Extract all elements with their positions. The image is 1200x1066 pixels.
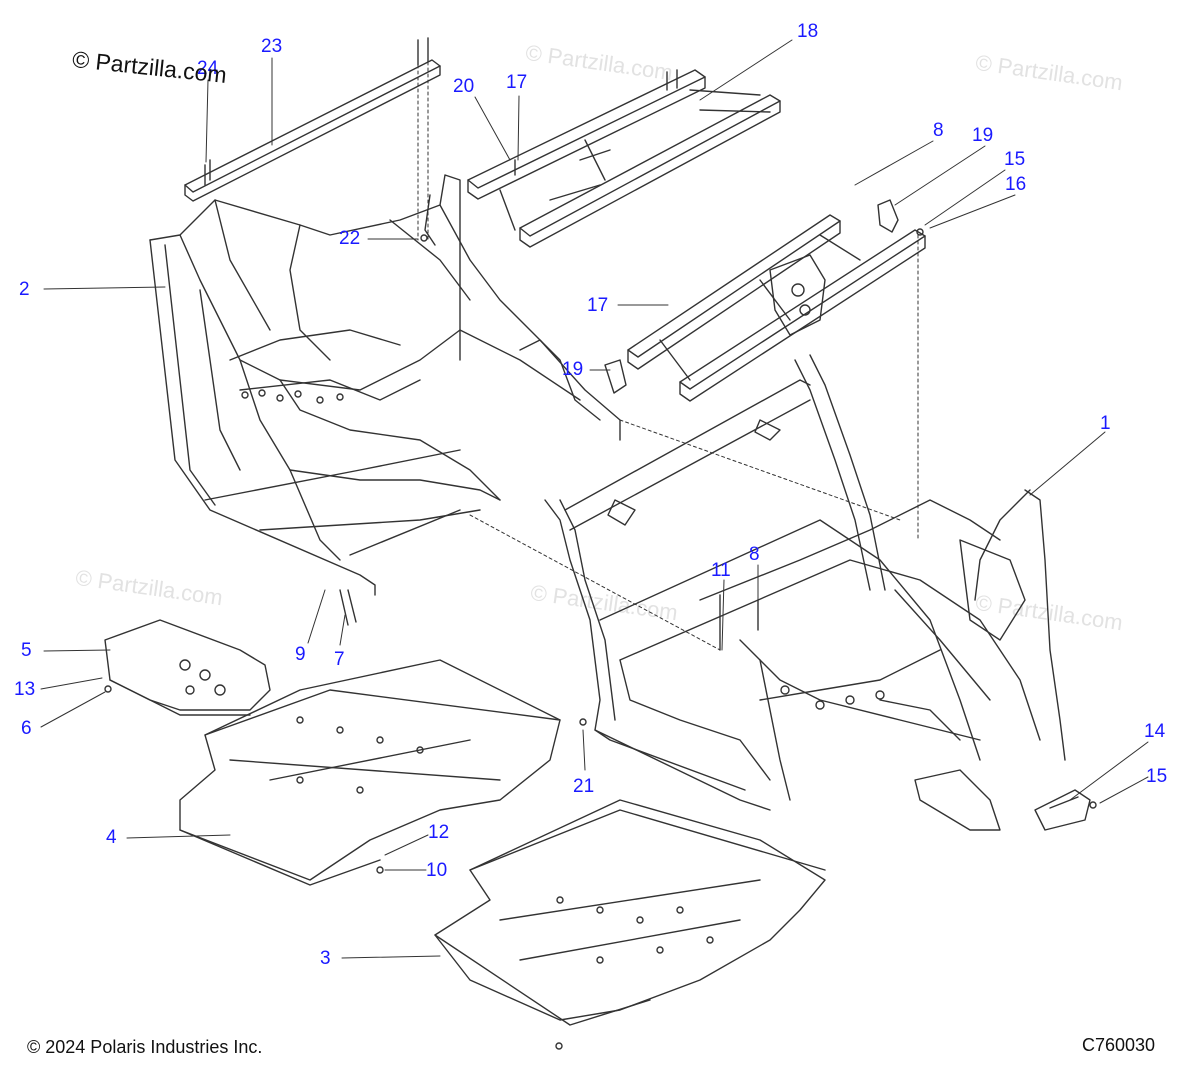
callout-23: 23 (261, 36, 283, 57)
copyright-text: © 2024 Polaris Industries Inc. (27, 1037, 263, 1057)
callout-1: 1 (1100, 413, 1111, 434)
part-16-rail (627, 214, 926, 402)
part-14-bracket (1034, 789, 1091, 831)
part-19-bracket (877, 199, 899, 233)
callout-9: 9 (295, 644, 306, 665)
part-19-bracket (604, 359, 627, 394)
callout-15: 15 (1146, 766, 1168, 787)
callout-17: 17 (587, 295, 609, 316)
callout-15: 15 (1004, 149, 1026, 170)
callout-4: 4 (106, 827, 117, 848)
callout-22: 22 (339, 228, 361, 249)
callout-8: 8 (933, 120, 944, 141)
part-5-skid-plate (104, 619, 271, 716)
callout-8: 8 (749, 544, 760, 565)
callout-17: 17 (506, 72, 528, 93)
callout-3: 3 (320, 948, 331, 969)
callout-12: 12 (428, 822, 450, 843)
callout-24: 24 (197, 58, 219, 79)
part-1-front-frame (544, 354, 1066, 831)
callout-2: 2 (19, 279, 30, 300)
part-18-rail (467, 69, 781, 248)
callout-18: 18 (797, 21, 819, 42)
alignment-lines (417, 61, 919, 651)
callout-10: 10 (426, 860, 448, 881)
callout-6: 6 (21, 718, 32, 739)
callout-19: 19 (562, 359, 584, 380)
part-3-floor-pan (434, 799, 826, 1026)
hardware (104, 159, 1097, 1050)
callout-21: 21 (573, 776, 595, 797)
callout-19: 19 (972, 125, 994, 146)
callout-20: 20 (453, 76, 475, 97)
part-23-crossbar (184, 37, 441, 202)
callout-11: 11 (711, 560, 731, 581)
callout-5: 5 (21, 640, 32, 661)
callout-7: 7 (334, 649, 345, 670)
callout-16: 16 (1005, 174, 1027, 195)
part-4-floor-pan (179, 659, 561, 886)
leader-lines (40, 39, 1149, 959)
callout-14: 14 (1144, 721, 1166, 742)
part-2-rear-frame (149, 174, 621, 596)
diagram-code: C760030 (1082, 1035, 1156, 1055)
callout-13: 13 (14, 679, 36, 700)
